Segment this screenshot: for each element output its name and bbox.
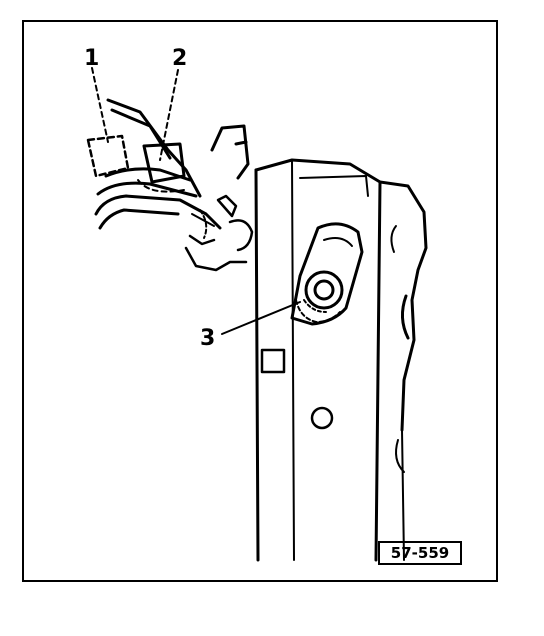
figure-id-label: 57-559 [378, 541, 462, 565]
panel-hole [310, 406, 334, 430]
callout-2: 2 [172, 46, 188, 71]
latch-slot [290, 222, 364, 326]
leader-lines [91, 67, 301, 335]
lever-block-2 [142, 142, 186, 184]
door-pillar [254, 158, 428, 562]
callout-3: 3 [200, 326, 216, 351]
dashed-part-outline-1 [86, 134, 130, 178]
retainer-tab [260, 348, 286, 374]
dashed-lever-outline [137, 179, 185, 193]
handle-lever-assembly [94, 98, 254, 272]
striker-bolt [295, 270, 344, 323]
callout-1: 1 [84, 46, 100, 71]
